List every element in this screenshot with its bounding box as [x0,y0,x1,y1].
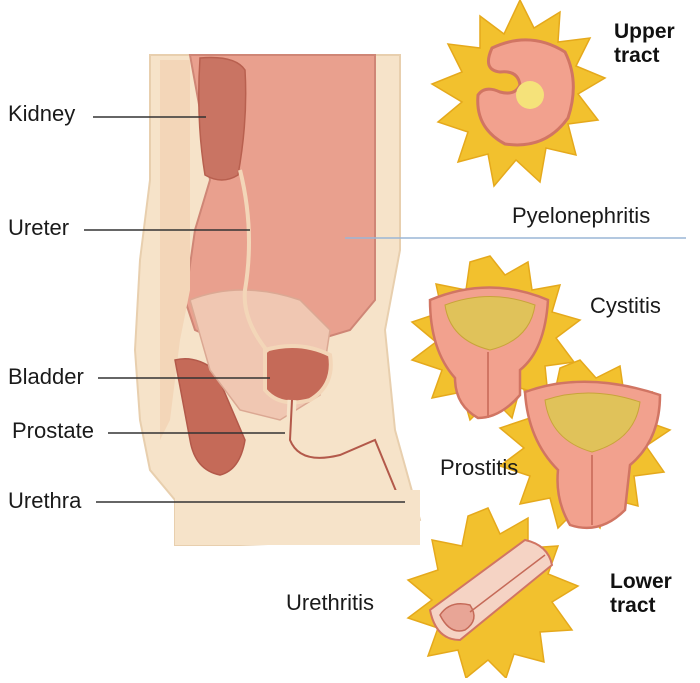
cystitis-label: Cystitis [590,293,661,318]
pyelonephritis-illustration [430,0,607,188]
lower-tract-line2: tract [610,594,656,617]
prostitis-label: Prostitis [440,455,519,480]
upper-tract-label: Upper tract [614,20,675,68]
urethritis-label: Urethritis [286,590,375,615]
urethritis-illustration [406,507,580,680]
bladder-label: Bladder [8,364,84,389]
upper-tract-line1: Upper [614,20,675,43]
kidney-label: Kidney [8,101,76,126]
cystitis-illustration [410,255,582,422]
body-cross-section [133,54,422,546]
lower-tract-line1: Lower [610,570,672,593]
prostitis-illustration [498,359,672,530]
urethra-label: Urethra [8,488,82,513]
leader-lines [84,116,405,503]
ureter-label: Ureter [8,215,70,240]
upper-tract-line2: tract [614,44,660,67]
prostate-label: Prostate [12,418,94,443]
pyelonephritis-label: Pyelonephritis [512,203,651,228]
lower-tract-label: Lower tract [610,570,672,618]
